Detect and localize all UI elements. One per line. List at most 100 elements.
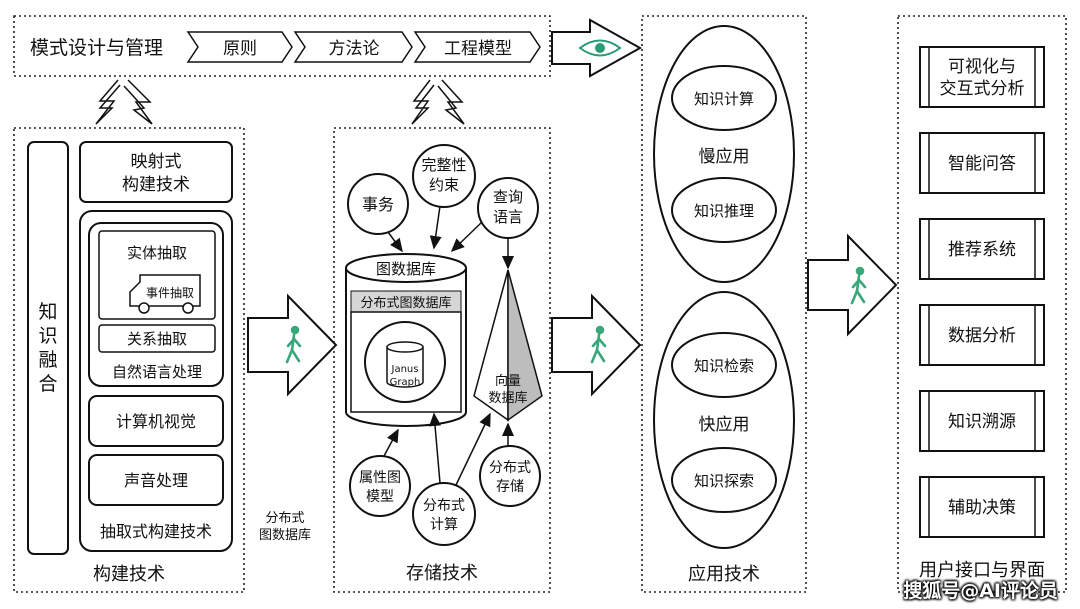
walker-arrow-3-shape — [807, 233, 898, 337]
interface-item-label: 智能问答 — [948, 154, 1016, 174]
side-note-1: 分布式 — [265, 511, 304, 526]
fusion-char-1: 知 — [38, 301, 57, 323]
top-bar: 模式设计与管理 原则 方法论 工程模型 — [13, 15, 551, 77]
interface-item: 知识溯源 — [919, 390, 1045, 452]
query-label-2: 语言 — [493, 208, 523, 226]
fast-app-label: 快应用 — [699, 415, 750, 435]
janus-label-2: Graph — [390, 377, 421, 388]
audio-label: 声音处理 — [124, 471, 188, 490]
mapping-label-2: 构建技术 — [122, 175, 190, 195]
construction-frame — [13, 127, 245, 593]
edge-integrity — [429, 205, 442, 250]
interface-item-label: 可视化与 — [948, 57, 1016, 77]
lightning-mid-icon-2 — [437, 79, 465, 125]
interface-item-box — [919, 390, 1045, 452]
edge-transaction — [387, 231, 403, 253]
storage-title: 存储技术 — [406, 563, 478, 584]
interface-item-label: 交互式分析 — [940, 79, 1025, 99]
entity-label: 实体抽取 — [127, 244, 187, 262]
interface-item-box — [919, 476, 1045, 538]
dist-storage-node — [479, 445, 541, 507]
walker-icon-2 — [590, 325, 607, 364]
event-label: 事件抽取 — [146, 286, 194, 300]
knowledge-compute-label: 知识计算 — [694, 90, 754, 108]
vector-db-shape-right — [507, 269, 543, 422]
dist-storage-label-1: 分布式 — [489, 460, 531, 476]
lightning-left-icon-2 — [123, 79, 153, 125]
chevron-methodology-label: 方法论 — [329, 39, 380, 59]
cv-label: 计算机视觉 — [116, 412, 196, 431]
walker-arrow-2 — [551, 293, 642, 397]
graph-db-label: 图数据库 — [376, 260, 436, 278]
walker-arrow-3 — [807, 233, 898, 337]
interface-item-box — [919, 304, 1045, 366]
interface-item-box — [919, 218, 1045, 280]
interface-item-label: 数据分析 — [948, 326, 1016, 346]
mapping-box — [79, 141, 233, 203]
edge-dist-compute — [429, 412, 442, 484]
edge-query — [450, 221, 483, 253]
interface-item-label: 辅助决策 — [948, 498, 1016, 518]
query-label-1: 查询 — [493, 188, 523, 206]
interface-frame — [897, 15, 1067, 593]
truck-icon — [129, 274, 201, 307]
edge-property-graph — [383, 428, 399, 457]
walker-icon-3 — [850, 266, 867, 305]
integrity-label-1: 完整性 — [421, 156, 466, 174]
knowledge-compute-node — [671, 65, 777, 131]
construction-title: 构建技术 — [93, 564, 165, 585]
application-frame — [641, 15, 807, 593]
dist-storage-label-2: 存储 — [496, 479, 524, 495]
property-graph-label-2: 模型 — [366, 489, 394, 505]
janus-cylinder-icon — [386, 347, 424, 388]
interface-item-box — [919, 46, 1045, 108]
edge-dist-compute-vector — [455, 412, 491, 486]
nlp-label: 自然语言处理 — [112, 363, 202, 381]
property-graph-node — [349, 455, 411, 517]
construction-section: 知 识 融 合 映射式 构建技术 实体抽取 事件抽取 关系抽取 自然语言处理 计… — [13, 127, 245, 593]
interface-item: 数据分析 — [919, 304, 1045, 366]
vector-db-label-1: 向量 — [495, 373, 521, 389]
interface-item-box — [919, 132, 1045, 194]
watermark: 搜狐号@AI评论员 — [903, 580, 1058, 602]
eye-arrow — [551, 18, 643, 78]
graph-db-cylinder-top — [345, 253, 467, 283]
knowledge-reasoning-label: 知识推理 — [694, 202, 754, 220]
knowledge-reasoning-node — [671, 177, 777, 243]
lightning-mid-icon — [411, 79, 435, 125]
fusion-char-3: 融 — [38, 349, 57, 371]
top-bar-title: 模式设计与管理 — [30, 37, 163, 59]
vector-db-label-2: 数据库 — [488, 390, 527, 406]
eye-pupil-icon — [595, 43, 605, 53]
janus-label-1: Janus — [391, 364, 419, 375]
relation-box — [98, 324, 216, 353]
chevron-engineering-model-label: 工程模型 — [444, 39, 512, 59]
fusion-char-4: 合 — [38, 373, 57, 395]
knowledge-explore-node — [671, 447, 777, 513]
chevron-methodology — [293, 31, 413, 63]
relation-label: 关系抽取 — [127, 330, 187, 348]
application-section: 知识计算 慢应用 知识推理 知识检索 快应用 知识探索 应用技术 — [641, 15, 807, 593]
interface-item-label: 推荐系统 — [948, 240, 1016, 260]
walker-arrow-1 — [247, 293, 338, 397]
interface-item: 辅助决策 — [919, 476, 1045, 538]
knowledge-search-node — [671, 332, 777, 398]
walker-arrow-2-shape — [551, 293, 642, 397]
walker-icon — [285, 325, 302, 364]
fusion-char-2: 识 — [38, 325, 57, 347]
extraction-label: 抽取式构建技术 — [100, 522, 212, 541]
truck-wheel-icon-2 — [182, 302, 194, 314]
top-bar-frame — [13, 15, 551, 77]
application-title: 应用技术 — [688, 564, 760, 585]
transaction-label: 事务 — [362, 195, 394, 214]
interface-item: 智能问答 — [919, 132, 1045, 194]
slow-app-label: 慢应用 — [699, 146, 750, 167]
knowledge-explore-label: 知识探索 — [694, 472, 754, 490]
storage-section: 事务 完整性 约束 查询 语言 图数据库 分布式图数据库 Janus Graph… — [333, 127, 551, 593]
property-graph-label-1: 属性图 — [359, 470, 401, 486]
interface-item: 推荐系统 — [919, 218, 1045, 280]
cv-box — [88, 395, 224, 447]
transaction-node — [347, 173, 409, 235]
side-note-2: 图数据库 — [259, 527, 311, 543]
